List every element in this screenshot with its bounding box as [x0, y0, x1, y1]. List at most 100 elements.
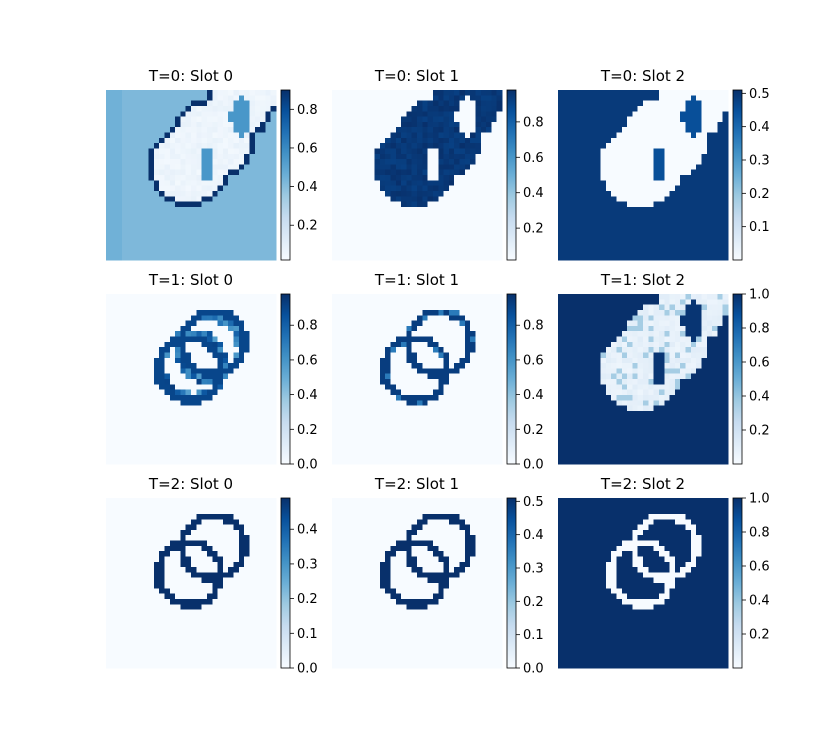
heatmap-cell — [185, 196, 192, 202]
heatmap-cell — [196, 442, 203, 449]
heatmap-cell — [579, 206, 585, 213]
heatmap-cell — [443, 394, 450, 401]
heatmap-cell — [228, 249, 234, 256]
heatmap-cell — [379, 121, 386, 128]
heatmap-cell — [491, 159, 498, 165]
heatmap-cell — [116, 448, 123, 454]
heatmap-cell — [696, 212, 702, 218]
heatmap-cell — [369, 95, 375, 102]
heatmap-cell — [653, 238, 660, 245]
heatmap-cell — [496, 159, 503, 165]
heatmap-cell — [148, 143, 155, 149]
heatmap-cell — [106, 153, 112, 160]
heatmap-cell — [390, 249, 397, 256]
heatmap-cell — [454, 143, 460, 149]
heatmap-cell — [563, 143, 570, 149]
heatmap-cell — [395, 254, 402, 261]
heatmap-cell — [175, 299, 181, 306]
heatmap-cell — [470, 426, 476, 433]
heatmap-cell — [332, 347, 338, 353]
heatmap-cell — [206, 175, 213, 181]
heatmap-cell — [379, 116, 386, 123]
heatmap-cell — [121, 304, 128, 311]
heatmap-cell — [379, 180, 386, 187]
heatmap-cell — [260, 421, 266, 428]
heatmap-cell — [254, 105, 261, 112]
heatmap-cell — [169, 164, 176, 171]
heatmap-cell — [369, 244, 375, 250]
heatmap-cell — [664, 228, 670, 234]
heatmap-cell — [379, 206, 386, 213]
heatmap-cell — [406, 190, 413, 197]
heatmap-cell — [427, 254, 434, 261]
heatmap-cell — [260, 90, 266, 96]
heatmap-cell — [401, 416, 407, 422]
heatmap-cell — [233, 254, 240, 261]
heatmap-cell — [222, 410, 229, 417]
heatmap-cell — [464, 389, 471, 396]
heatmap-cell — [143, 299, 149, 306]
heatmap-cell — [600, 111, 607, 117]
heatmap-cell — [260, 294, 266, 300]
heatmap-cell — [201, 90, 208, 96]
heatmap-cell — [443, 299, 450, 306]
heatmap-cell — [244, 201, 250, 208]
heatmap-cell — [111, 442, 118, 449]
heatmap-cell — [395, 148, 402, 155]
heatmap-cell — [459, 180, 466, 187]
heatmap-cell — [169, 368, 176, 375]
heatmap-cell — [148, 363, 155, 369]
heatmap-cell — [106, 416, 112, 422]
heatmap-cell — [121, 405, 128, 412]
heatmap-cell — [648, 212, 655, 218]
heatmap-cell — [254, 233, 261, 240]
heatmap-cell — [674, 233, 681, 240]
heatmap-cell — [201, 180, 208, 187]
heatmap-cell — [254, 421, 261, 428]
heatmap-cell — [448, 373, 455, 380]
heatmap-cell — [427, 244, 434, 250]
heatmap-cell — [143, 453, 149, 460]
heatmap-cell — [254, 206, 261, 213]
heatmap-cell — [153, 111, 160, 117]
heatmap-cell — [337, 164, 344, 171]
heatmap-cell — [568, 238, 575, 245]
heatmap-cell — [363, 217, 370, 224]
heatmap-cell — [132, 249, 139, 256]
heatmap-cell — [712, 254, 718, 261]
heatmap-cell — [464, 244, 471, 250]
heatmap-cell — [342, 105, 349, 112]
heatmap-cell — [169, 153, 176, 160]
heatmap-cell — [568, 222, 575, 229]
heatmap-cell — [363, 410, 370, 417]
heatmap-cell — [206, 368, 213, 375]
heatmap-cell — [379, 212, 386, 218]
heatmap-cell — [169, 341, 176, 348]
heatmap-cell — [459, 331, 466, 337]
heatmap-cell — [401, 400, 407, 406]
heatmap-cell — [212, 121, 218, 128]
heatmap-cell — [212, 405, 218, 412]
heatmap-cell — [201, 347, 208, 353]
heatmap-cell — [690, 217, 697, 224]
heatmap-cell — [196, 347, 203, 353]
heatmap-cell — [116, 453, 123, 460]
heatmap-cell — [438, 368, 444, 375]
heatmap-cell — [270, 421, 277, 428]
heatmap-cell — [680, 175, 686, 181]
heatmap-cell — [459, 190, 466, 197]
heatmap-cell — [669, 100, 676, 107]
heatmap-cell — [342, 400, 349, 406]
heatmap-cell — [148, 238, 155, 245]
heatmap-cell — [390, 127, 397, 133]
heatmap-cell — [701, 90, 708, 96]
heatmap-cell — [121, 132, 128, 139]
heatmap-cell — [438, 169, 444, 176]
heatmap-cell — [595, 95, 601, 102]
heatmap-cell — [589, 254, 596, 261]
heatmap-cell — [395, 421, 402, 428]
heatmap-cell — [363, 175, 370, 181]
heatmap-cell — [270, 137, 277, 144]
heatmap-cell — [121, 442, 128, 449]
heatmap-cell — [685, 127, 692, 133]
